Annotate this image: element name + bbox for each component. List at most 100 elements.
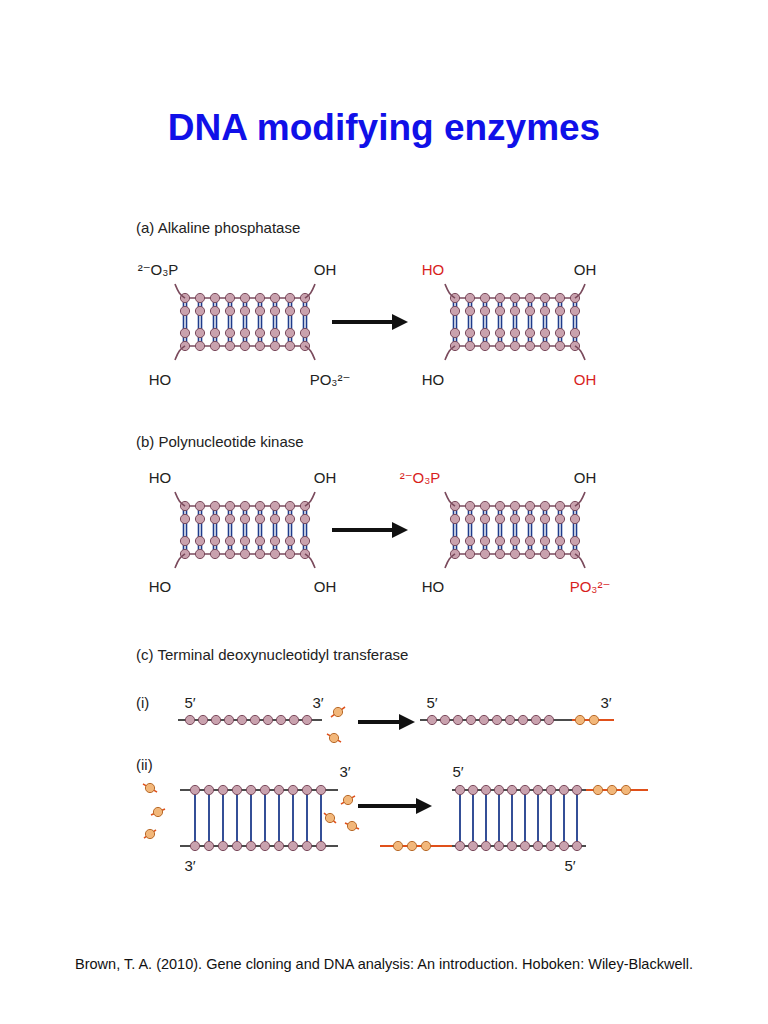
strand-end <box>305 284 315 298</box>
nucleotide <box>450 536 459 545</box>
strand-end <box>144 830 156 838</box>
panel-label: (c) Terminal deoxynucleotidyl transferas… <box>136 647 408 664</box>
nucleotide <box>240 306 249 315</box>
nucleotide <box>480 341 489 350</box>
strand-line <box>511 795 513 841</box>
strand-end <box>143 784 157 792</box>
nucleotide <box>540 341 549 350</box>
nucleotide <box>494 841 503 850</box>
strand-end <box>445 284 455 298</box>
nucleotide <box>540 536 549 545</box>
strand-line <box>537 795 539 841</box>
nucleotide <box>495 501 504 510</box>
nucleotide <box>481 841 490 850</box>
nucleotide <box>407 841 416 850</box>
nucleotide <box>510 328 519 337</box>
nucleotide <box>555 328 564 337</box>
nucleotide <box>270 514 279 523</box>
strand-line <box>194 795 196 841</box>
nucleotide <box>285 293 294 302</box>
nucleotide <box>465 328 474 337</box>
end-group-label: PO₃²⁻ <box>570 579 611 596</box>
nucleotide <box>270 536 279 545</box>
strand-line <box>524 795 526 841</box>
nucleotide <box>195 549 204 558</box>
free-nucleotide <box>331 707 345 717</box>
nucleotide <box>185 715 194 724</box>
nucleotide <box>240 549 249 558</box>
nucleotide <box>507 841 516 850</box>
nucleotide <box>285 536 294 545</box>
nucleotide <box>393 841 402 850</box>
nucleotide <box>270 293 279 302</box>
reaction-arrow <box>358 798 432 814</box>
nucleotide <box>540 306 549 315</box>
nucleotide <box>255 501 264 510</box>
nucleotide <box>525 341 534 350</box>
reaction-arrow <box>332 314 408 330</box>
end-group-label: HO <box>422 262 445 279</box>
nucleotide <box>190 785 199 794</box>
nucleotide <box>593 785 602 794</box>
nucleotide <box>211 715 220 724</box>
nucleotide <box>495 549 504 558</box>
nucleotide <box>480 549 489 558</box>
strand-line <box>320 795 322 841</box>
end-group-label: ²⁻O₃P <box>400 470 441 487</box>
strand-line <box>264 795 266 841</box>
end-group-label: HO <box>149 579 172 596</box>
nucleotide <box>255 293 264 302</box>
nucleotide <box>455 841 464 850</box>
nucleotide <box>575 715 584 724</box>
nucleotide <box>546 785 555 794</box>
strand-line <box>180 845 338 847</box>
nucleotide <box>240 501 249 510</box>
strand-line <box>180 789 338 791</box>
strand-end <box>341 796 355 804</box>
nucleotide <box>507 785 516 794</box>
nucleotide <box>145 783 154 792</box>
nucleotide <box>210 501 219 510</box>
nucleotide <box>555 501 564 510</box>
nucleotide <box>302 841 311 850</box>
nucleotide <box>468 785 477 794</box>
nucleotide <box>427 715 436 724</box>
nucleotide <box>479 715 488 724</box>
nucleotide <box>540 514 549 523</box>
nucleotide <box>300 536 309 545</box>
nucleotide <box>225 328 234 337</box>
nucleotide <box>525 293 534 302</box>
nucleotide <box>468 841 477 850</box>
nucleotide <box>232 841 241 850</box>
nucleotide <box>255 536 264 545</box>
nucleotide <box>270 549 279 558</box>
nucleotide <box>255 306 264 315</box>
nucleotide <box>285 514 294 523</box>
end-group-label: OH <box>574 372 597 389</box>
nucleotide <box>510 341 519 350</box>
strand-end <box>331 707 345 717</box>
nucleotide <box>218 841 227 850</box>
nucleotide <box>270 328 279 337</box>
nucleotide <box>621 785 630 794</box>
nucleotide <box>559 841 568 850</box>
nucleotide <box>210 549 219 558</box>
end-group-label: 3′ <box>312 695 323 712</box>
nucleotide <box>300 306 309 315</box>
strand-line <box>576 795 578 841</box>
nucleotide <box>546 841 555 850</box>
nucleotide <box>525 501 534 510</box>
nucleotide <box>153 807 162 816</box>
nucleotide <box>510 501 519 510</box>
free-nucleotide <box>327 733 341 742</box>
nucleotide <box>302 715 311 724</box>
strand-line <box>472 795 474 841</box>
nucleotide <box>302 785 311 794</box>
end-group-label: OH <box>314 470 337 487</box>
strand-end <box>575 284 585 298</box>
end-group-label: 5′ <box>564 858 575 875</box>
end-group-label: 3′ <box>184 858 195 875</box>
nucleotide <box>540 549 549 558</box>
nucleotide <box>210 536 219 545</box>
